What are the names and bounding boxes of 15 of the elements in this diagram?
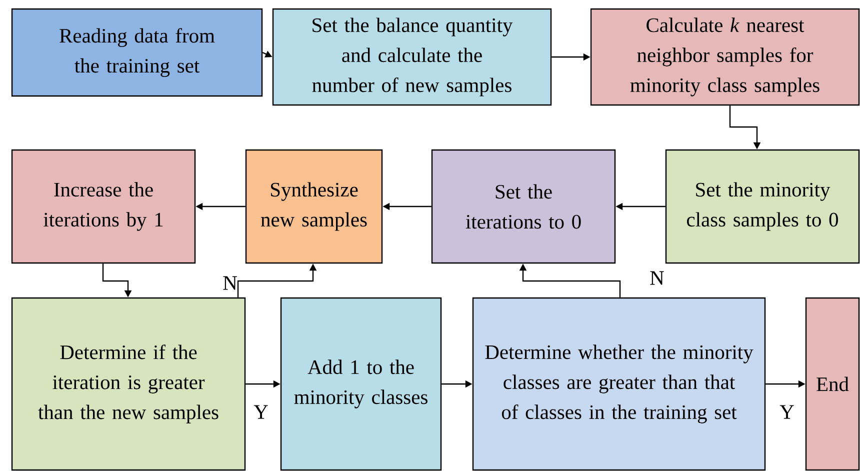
- process-box: Set the iterations to 0: [431, 149, 616, 264]
- process-box: Reading data from the training set: [11, 8, 263, 97]
- edge-label: N: [223, 276, 237, 290]
- process-box: End: [805, 297, 860, 471]
- process-box: Increase the iterations by 1: [11, 149, 196, 264]
- process-box: Add 1 to the minority classes: [280, 297, 442, 471]
- process-box: Determine whether the minority classes are greater than that of classes in the training set: [472, 297, 766, 471]
- process-box: Determine if the iteration is greater than the new samples: [11, 297, 246, 471]
- process-box: Set the minority class samples to 0: [665, 149, 860, 264]
- edge-label: Y: [254, 405, 268, 419]
- process-box: Calculate k nearest neighbor samples for minority class samples: [590, 8, 860, 106]
- edge-label: Y: [780, 405, 794, 419]
- process-box: Set the balance quantity and calculate the number of new samples: [272, 8, 552, 106]
- edge-label: N: [650, 271, 664, 285]
- process-box: Synthesize new samples: [245, 149, 383, 264]
